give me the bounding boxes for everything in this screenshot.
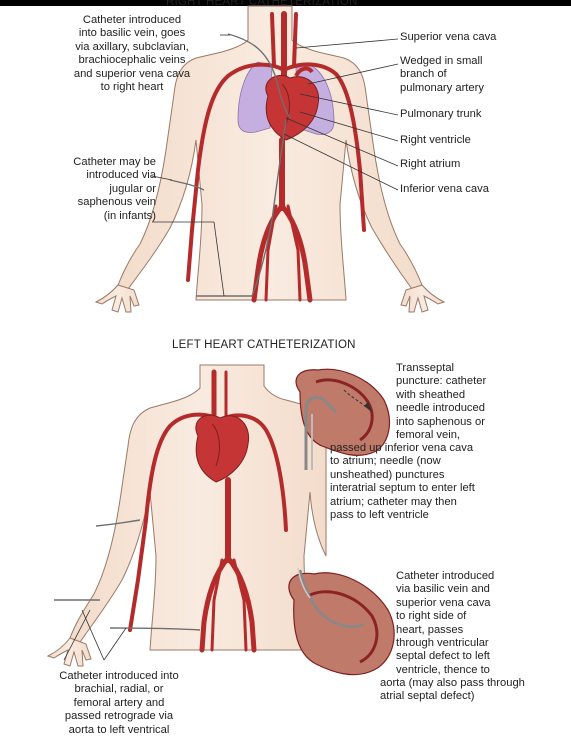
label-basilic-cont: aorta (may also pass through atrial sept…: [380, 677, 525, 703]
body-top: [94, 5, 446, 313]
label-transseptal-cont: passed up inferior vena cava to atrium; …: [330, 442, 475, 522]
label-right-ventricle: Right ventricle: [400, 134, 471, 146]
label-superior-vena-cava: Superior vena cava: [400, 31, 497, 43]
heart-inset-basilic: [288, 567, 395, 676]
label-right-atrium: Right atrium: [400, 158, 461, 170]
label-right-alt: Catheter may be introduced via jugular o…: [73, 156, 156, 222]
label-transseptal: Transseptal puncture: catheter with shea…: [396, 362, 487, 442]
leader-lines-bottom: [63, 609, 127, 661]
label-pulmonary-trunk: Pulmonary trunk: [400, 108, 482, 120]
heart-bottom: [195, 414, 250, 483]
label-inferior-vena-cava: Inferior vena cava: [400, 183, 489, 195]
label-basilic: Catheter introduced via basilic vein and…: [396, 570, 495, 676]
leader-lines-top: [151, 34, 399, 297]
catheters-bottom: [53, 519, 201, 631]
vessels-bottom: [128, 369, 288, 653]
top-border: [0, 0, 571, 6]
title-left-heart: LEFT HEART CATHETERIZATION: [172, 339, 356, 351]
title-right-heart: RIGHT HEART CATHETERIZATION: [166, 0, 358, 8]
catheters-top: [169, 33, 291, 297]
label-wedged: Wedged in small branch of pulmonary arte…: [400, 55, 484, 94]
heart-inset-transseptal: [295, 368, 391, 470]
label-brachial: Catheter introduced into brachial, radia…: [59, 670, 179, 736]
label-right-intro: Catheter introduced into basilic vein, g…: [73, 14, 191, 94]
